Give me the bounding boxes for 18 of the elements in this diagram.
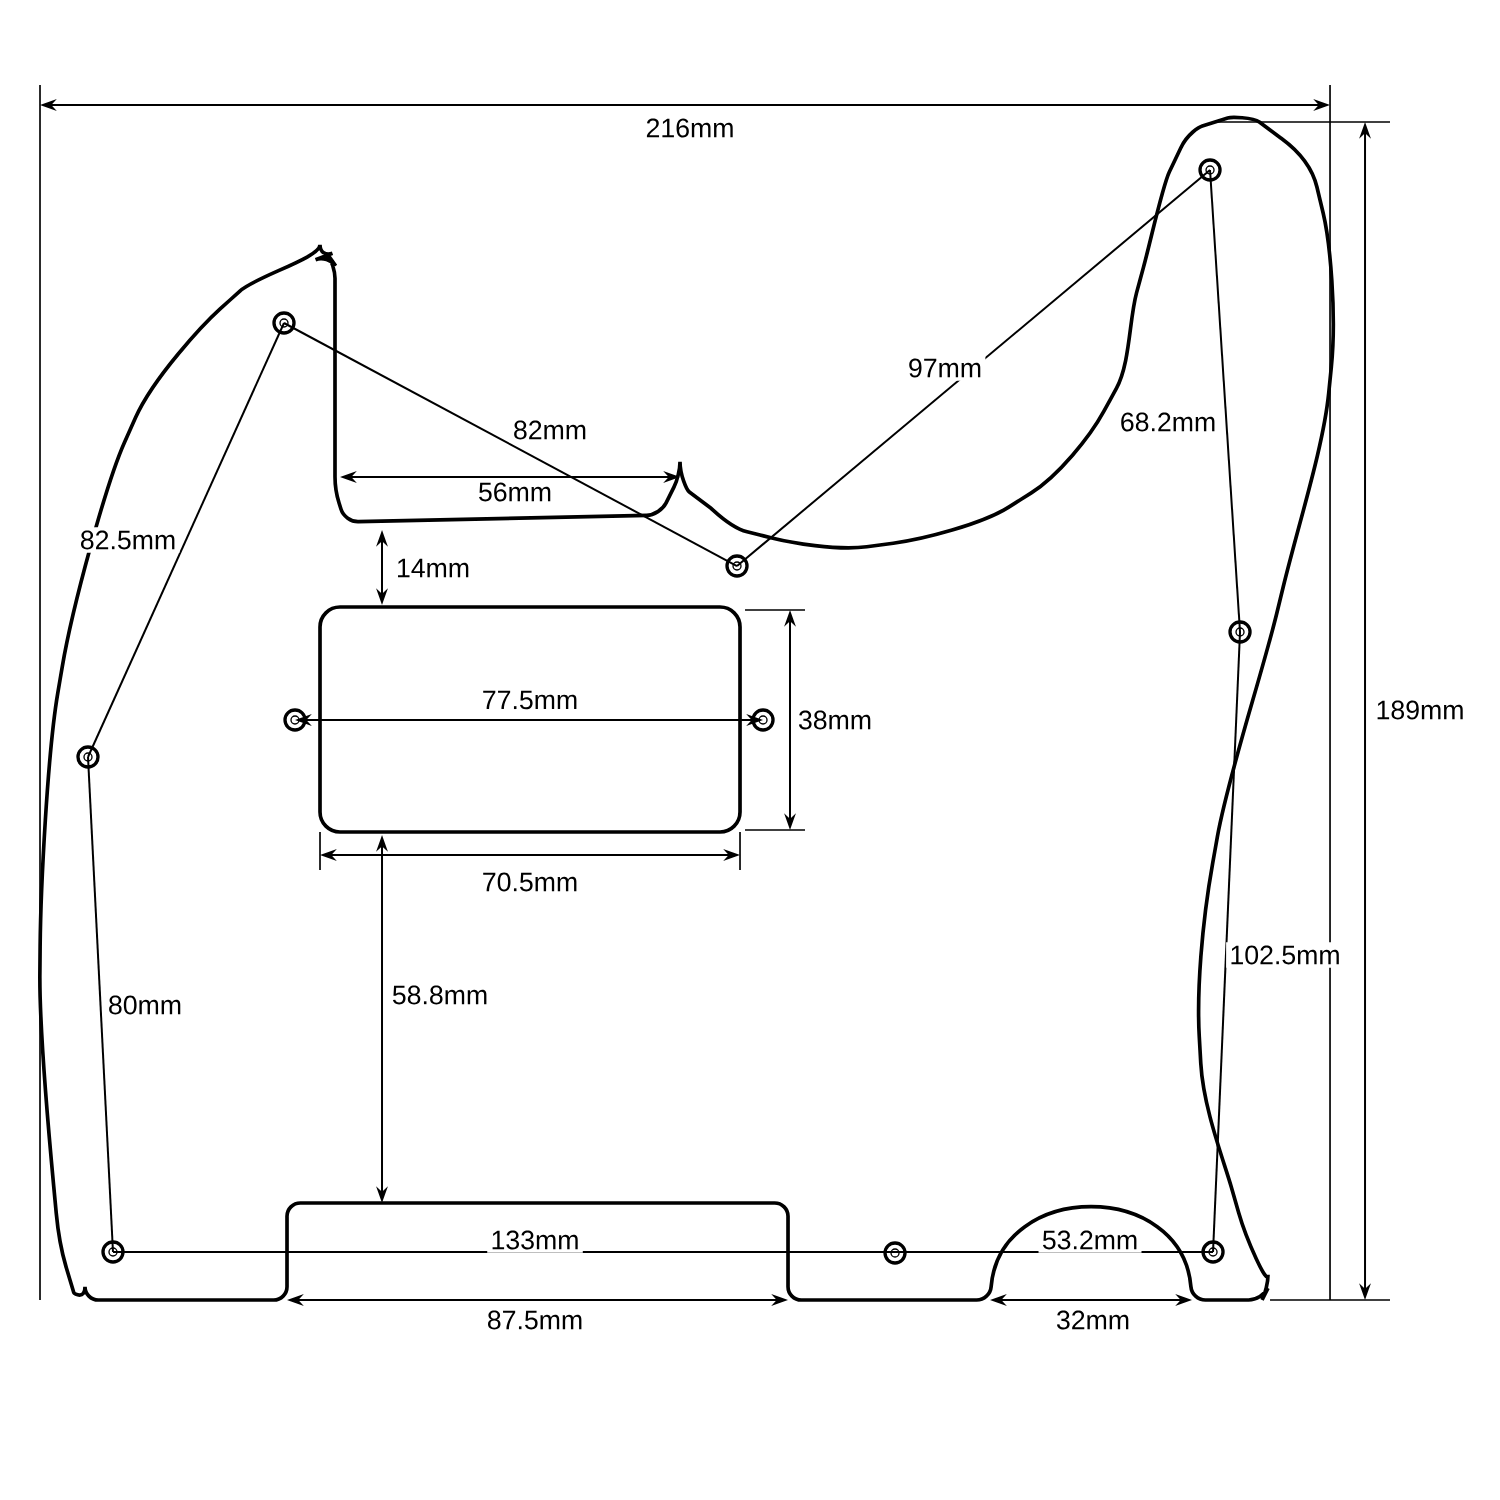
dimension-label: 189mm: [1372, 697, 1468, 723]
dimension-label: 80mm: [104, 992, 186, 1018]
dimension-label: 53.2mm: [1038, 1227, 1142, 1253]
dimension-label: 56mm: [474, 479, 556, 505]
dimension-label: 58.8mm: [388, 982, 492, 1008]
dimension-label: 216mm: [642, 115, 738, 141]
dimension-label: 82mm: [509, 417, 591, 443]
dimension-label: 87.5mm: [483, 1307, 587, 1333]
dimension-label: 70.5mm: [478, 869, 582, 895]
dimension-label: 77.5mm: [478, 687, 582, 713]
dimension-label: 102.5mm: [1226, 942, 1344, 968]
dimension-label: 133mm: [487, 1227, 583, 1253]
dimension-label: 38mm: [794, 707, 876, 733]
dimension-label: 97mm: [904, 355, 986, 381]
dimension-label: 14mm: [392, 555, 474, 581]
dimension-label: 82.5mm: [76, 527, 180, 553]
dimension-label: 68.2mm: [1116, 409, 1220, 435]
dimension-label: 32mm: [1052, 1307, 1134, 1333]
